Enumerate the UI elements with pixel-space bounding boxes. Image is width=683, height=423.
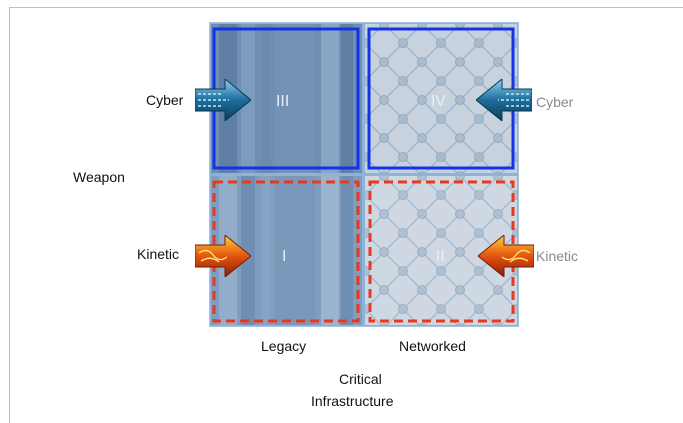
vertical-axis-title: Weapon <box>73 169 125 185</box>
horizontal-axis-title-line1: Critical <box>339 371 382 387</box>
right-label-cyber: Cyber <box>536 94 574 110</box>
quadrant-label-ii: II <box>436 247 445 265</box>
frame-top-border <box>9 7 683 8</box>
frame-left-border <box>9 7 10 423</box>
kinetic-arrow-right-icon <box>477 233 535 282</box>
column-label-networked: Networked <box>399 338 466 354</box>
quadrant-legacy-cyber <box>211 24 362 173</box>
quadrant-label-iii: III <box>276 92 290 110</box>
quadrant-label-iv: IV <box>431 92 446 110</box>
left-label-cyber: Cyber <box>146 92 184 108</box>
quadrant-label-i: I <box>282 247 287 265</box>
kinetic-arrow-left-icon <box>194 233 252 282</box>
cyber-arrow-left-icon <box>194 77 252 126</box>
horizontal-axis-title-line2: Infrastructure <box>311 393 394 409</box>
column-label-legacy: Legacy <box>261 338 307 354</box>
cyber-arrow-right-icon <box>475 77 533 126</box>
right-label-kinetic: Kinetic <box>536 248 579 264</box>
left-label-kinetic: Kinetic <box>137 246 180 262</box>
